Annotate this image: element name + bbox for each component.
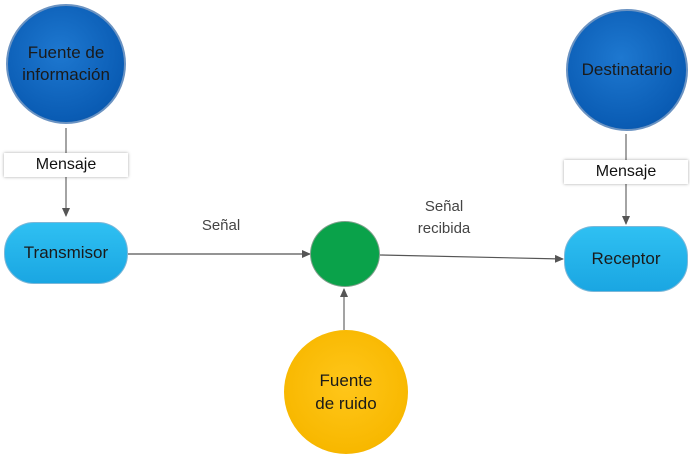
- channel-node: [310, 221, 380, 287]
- destination-node: Destinatario: [566, 9, 688, 131]
- received-signal-line1: Señal: [424, 198, 464, 215]
- message-label-left: Mensaje: [35, 156, 97, 173]
- destination-label: Destinatario: [581, 60, 673, 79]
- source-label: Fuente de información: [22, 43, 110, 84]
- source-node: Fuente de información: [6, 4, 126, 124]
- transmitter-node: Transmisor: [4, 222, 128, 284]
- received-signal-line2: recibida: [417, 220, 471, 237]
- receptor-label: Receptor: [591, 249, 661, 268]
- receptor-node: Receptor: [564, 226, 688, 292]
- transmitter-label: Transmisor: [23, 243, 109, 262]
- message-box-left: Mensaje: [4, 153, 128, 177]
- received-signal-label: Señal recibida: [404, 196, 484, 240]
- message-box-right: Mensaje: [564, 160, 688, 184]
- message-label-right: Mensaje: [595, 163, 657, 180]
- noise-label: Fuente de ruido: [315, 371, 377, 413]
- noise-node: Fuente de ruido: [284, 330, 408, 454]
- arrow-channel-to-receptor: [379, 254, 564, 263]
- signal-label: Señal: [201, 217, 241, 234]
